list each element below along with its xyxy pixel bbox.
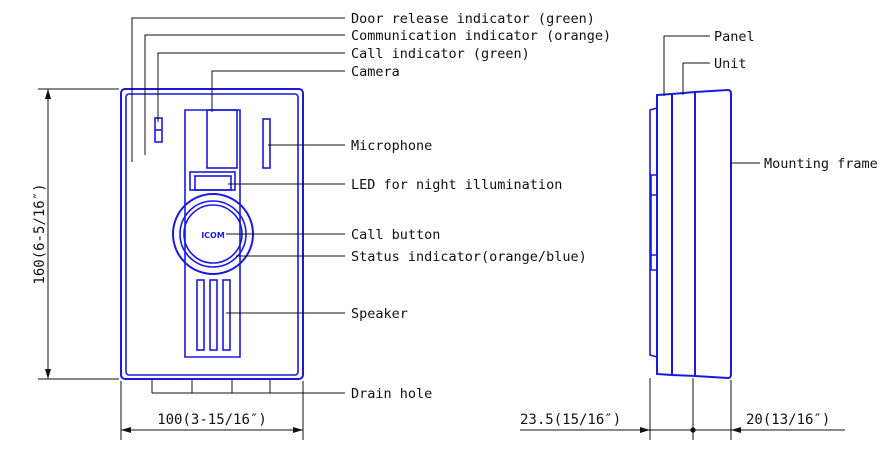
speaker-slot [222,279,231,351]
logo-text: ICOM [201,231,225,240]
microphone-slot [262,118,271,169]
label-door-release: Door release indicator (green) [351,11,595,27]
side-unit-outline [671,90,696,378]
side-panel-outline [656,92,673,377]
front-view: ICOM [120,88,304,393]
camera-window [206,109,238,169]
front-dimensions: 160(6-5/16″) 100(3-15/16″) [32,88,304,440]
dimension-width: 100(3-15/16″) [157,412,267,428]
speaker-slot [196,279,205,351]
front-leaders [131,17,345,394]
dimension-depth-left: 23.5(15/16″) [520,412,621,428]
label-unit: Unit [714,56,747,72]
label-call-button: Call button [351,227,440,243]
dimension-height: 160(6-5/16″) [32,183,48,284]
front-labels: Door release indicator (green) Communica… [351,11,611,402]
dimension-depth-right: 20(13/16″) [746,412,830,428]
label-speaker: Speaker [351,306,408,322]
label-communication: Communication indicator (orange) [351,28,611,44]
side-back-plate [649,107,658,358]
led-window [194,175,232,191]
label-camera: Camera [351,64,400,80]
label-led: LED for night illumination [351,177,562,193]
label-microphone: Microphone [351,138,432,154]
label-drain-hole: Drain hole [351,386,432,402]
label-status-indicator: Status indicator(orange/blue) [351,249,587,265]
side-view [649,88,732,380]
label-call-indicator: Call indicator (green) [351,46,530,62]
side-labels: Panel Unit Mounting frame [714,29,878,172]
dimension-dot [690,427,696,433]
side-mounting-frame [694,88,732,380]
side-leaders [663,35,760,164]
label-mounting-frame: Mounting frame [764,156,878,172]
label-panel: Panel [714,29,755,45]
speaker-slot [209,279,218,351]
side-dimensions: 23.5(15/16″) 20(13/16″) [520,378,845,440]
